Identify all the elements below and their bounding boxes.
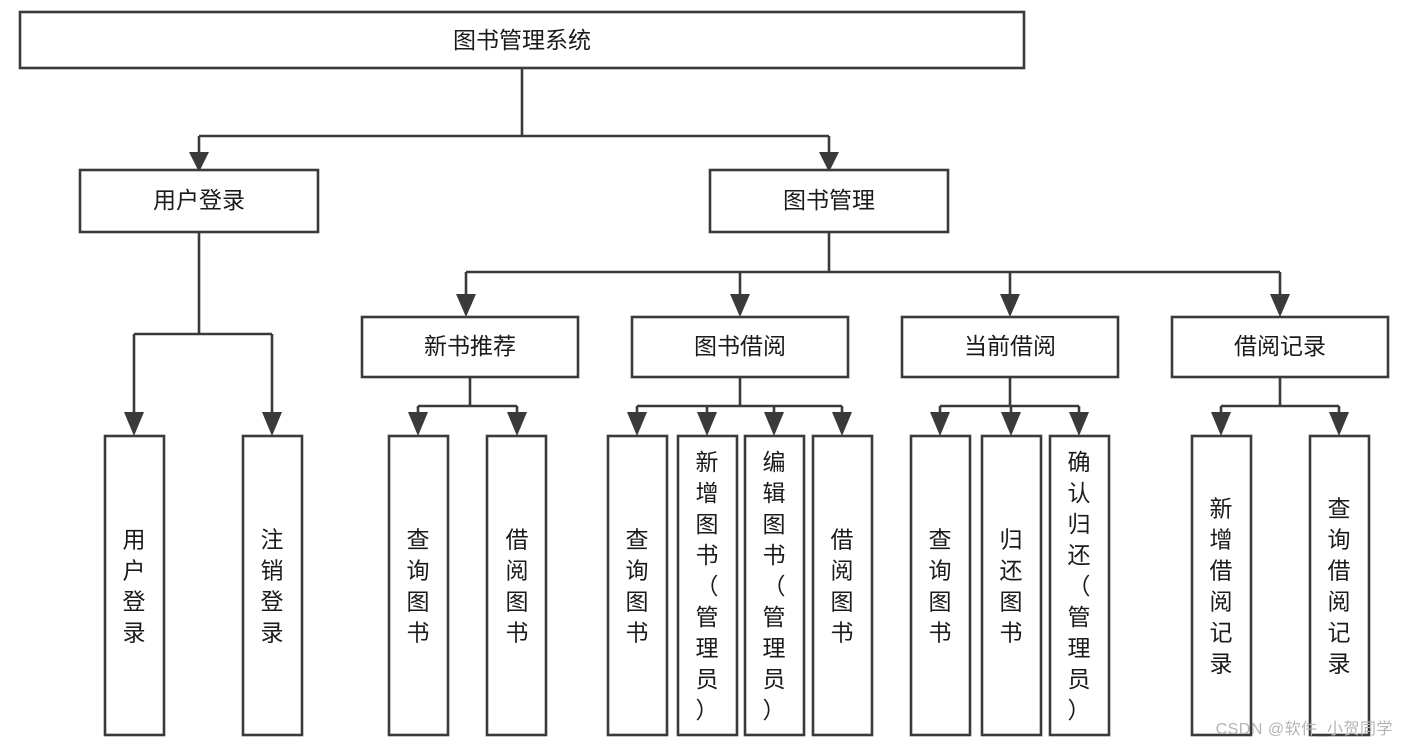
- leaf-confirm-return-admin-label: 确认归还（管理员）: [1068, 449, 1091, 723]
- leaf-logout-label: 注销登录: [261, 527, 284, 646]
- node-borrow-record[interactable]: 借阅记录: [1170, 315, 1390, 379]
- arrow-icon-record-leaf-1: [1211, 412, 1231, 436]
- leaf-edit-book-admin-box[interactable]: [743, 434, 806, 737]
- arrow-icon-newbook-leaf-1: [408, 412, 428, 436]
- node-current-borrow-label: 当前借阅: [964, 333, 1056, 359]
- node-root[interactable]: 图书管理系统: [18, 10, 1026, 70]
- arrow-icon-root-to-book-mgmt: [819, 152, 839, 172]
- leaf-return-book-box[interactable]: [980, 434, 1043, 737]
- leaf-logout-box[interactable]: [241, 434, 304, 737]
- leaf-query-book-current-label: 查询图书: [929, 527, 952, 646]
- node-current-borrow-box[interactable]: [900, 315, 1120, 379]
- node-new-book-recommend-label: 新书推荐: [424, 333, 516, 359]
- leaf-confirm-return-admin-box[interactable]: [1048, 434, 1111, 737]
- leaf-borrow-book-recommend[interactable]: 借阅图书: [485, 434, 548, 737]
- node-book-borrow-box[interactable]: [630, 315, 850, 379]
- leaf-confirm-return-admin[interactable]: 确认归还（管理员）: [1048, 434, 1111, 737]
- leaf-query-book-current[interactable]: 查询图书: [909, 434, 972, 737]
- leaf-add-book-admin-box[interactable]: [676, 434, 739, 737]
- leaf-query-book-current-box[interactable]: [909, 434, 972, 737]
- leaf-add-borrow-record-box[interactable]: [1190, 434, 1253, 737]
- arrow-icon-bookmgmt-child-4: [1270, 294, 1290, 317]
- node-user-login[interactable]: 用户登录: [78, 168, 320, 234]
- arrow-icon-borrow-leaf-2: [697, 412, 717, 436]
- leaf-query-book-borrow[interactable]: 查询图书: [606, 434, 669, 737]
- arrow-icon-current-leaf-1: [930, 412, 950, 436]
- leaf-query-borrow-record-box[interactable]: [1308, 434, 1371, 737]
- arrow-icon-current-leaf-2: [1001, 412, 1021, 436]
- node-user-login-label: 用户登录: [153, 187, 245, 213]
- leaf-query-book-recommend[interactable]: 查询图书: [387, 434, 450, 737]
- arrow-icon-bookmgmt-child-3: [1000, 294, 1020, 317]
- node-book-management-box[interactable]: [708, 168, 950, 234]
- arrow-icon-borrow-leaf-4: [832, 412, 852, 436]
- arrow-icon-bookmgmt-child-1: [456, 294, 476, 317]
- node-user-login-box[interactable]: [78, 168, 320, 234]
- arrow-icon-newbook-leaf-2: [507, 412, 527, 436]
- node-borrow-record-label: 借阅记录: [1234, 333, 1326, 359]
- leaf-borrow-book-recommend-label: 借阅图书: [506, 527, 529, 646]
- leaf-borrow-book[interactable]: 借阅图书: [811, 434, 874, 737]
- node-root-box[interactable]: [18, 10, 1026, 70]
- node-new-book-recommend[interactable]: 新书推荐: [360, 315, 580, 379]
- node-book-borrow-label: 图书借阅: [694, 333, 786, 359]
- leaf-logout[interactable]: 注销登录: [241, 434, 304, 737]
- arrow-icon-root-to-user-login: [189, 152, 209, 172]
- arrow-icon-borrow-leaf-3: [764, 412, 784, 436]
- leaf-add-borrow-record-label: 新增借阅记录: [1210, 496, 1233, 677]
- arrow-icon-userlogin-leaf-2: [262, 412, 282, 436]
- leaf-borrow-book-recommend-box[interactable]: [485, 434, 548, 737]
- arrow-icon-bookmgmt-child-2: [730, 294, 750, 317]
- leaf-add-borrow-record[interactable]: 新增借阅记录: [1190, 434, 1253, 737]
- leaf-user-login-box[interactable]: [103, 434, 166, 737]
- leaf-query-book-borrow-label: 查询图书: [626, 527, 649, 646]
- leaf-user-login-label: 用户登录: [123, 527, 146, 646]
- leaf-add-book-admin-label: 新增图书（管理员）: [696, 449, 719, 723]
- leaf-query-book-borrow-box[interactable]: [606, 434, 669, 737]
- arrow-icon-userlogin-leaf-1: [124, 412, 144, 436]
- leaf-query-borrow-record-label: 查询借阅记录: [1328, 496, 1351, 677]
- node-book-management-label: 图书管理: [783, 187, 875, 213]
- node-book-management[interactable]: 图书管理: [708, 168, 950, 234]
- leaf-edit-book-admin-label: 编辑图书（管理员）: [763, 449, 786, 723]
- leaf-edit-book-admin[interactable]: 编辑图书（管理员）: [743, 434, 806, 737]
- arrowhead-layer: [124, 152, 1349, 436]
- arrow-icon-current-leaf-3: [1069, 412, 1089, 436]
- node-new-book-recommend-box[interactable]: [360, 315, 580, 379]
- leaf-add-book-admin[interactable]: 新增图书（管理员）: [676, 434, 739, 737]
- node-borrow-record-box[interactable]: [1170, 315, 1390, 379]
- leaf-return-book-label: 归还图书: [1000, 527, 1023, 646]
- node-current-borrow[interactable]: 当前借阅: [900, 315, 1120, 379]
- leaf-query-book-recommend-box[interactable]: [387, 434, 450, 737]
- node-book-borrow[interactable]: 图书借阅: [630, 315, 850, 379]
- leaf-borrow-book-box[interactable]: [811, 434, 874, 737]
- leaf-query-borrow-record[interactable]: 查询借阅记录: [1308, 434, 1371, 737]
- arrow-icon-record-leaf-2: [1329, 412, 1349, 436]
- leaf-user-login[interactable]: 用户登录: [103, 434, 166, 737]
- node-root-label: 图书管理系统: [453, 27, 591, 53]
- leaf-borrow-book-label: 借阅图书: [831, 527, 854, 646]
- leaf-return-book[interactable]: 归还图书: [980, 434, 1043, 737]
- arrow-icon-borrow-leaf-1: [627, 412, 647, 436]
- leaf-query-book-recommend-label: 查询图书: [407, 527, 430, 646]
